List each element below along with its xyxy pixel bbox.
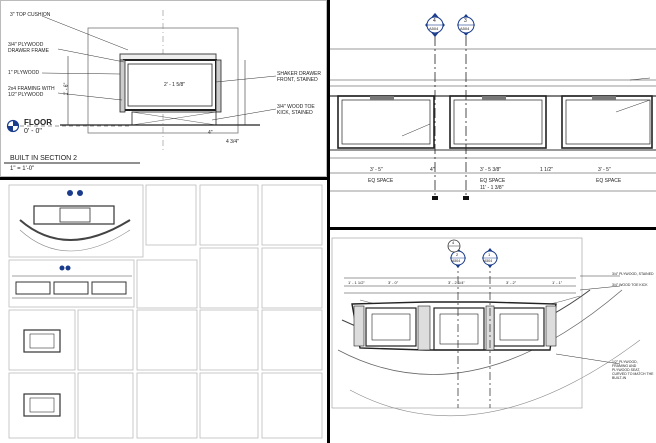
view-scale: 1" = 1'-0" [10,166,35,172]
callout-shaker-front: SHAKER DRAWER FRONT, STAINED [277,71,321,83]
section-tag-4[interactable] [425,12,445,38]
thumb-sheet-section-1[interactable] [23,329,61,353]
plan-view-pane[interactable]: 4 2 A504 1 A504 1' - 1 1/2" 3' - 0" 3' -… [330,230,656,443]
plan-tag-2[interactable] [450,248,466,268]
dim-2: 4" [430,167,435,173]
eq-space-2: EQ SPACE [480,178,506,184]
thumb-sheet-section-2[interactable] [23,393,61,417]
dim-4: 1 1/2" [540,167,553,173]
thumb-sheet-plan[interactable] [19,190,131,252]
thumbnail-grid [8,184,323,439]
view-title: BUILT IN SECTION 2 [10,155,78,162]
tag-3-number: 3 [464,18,467,24]
dim-1: 3' - 5" [370,167,383,173]
tag-3-sheet: A504 [460,26,470,31]
plan-dim-1: 1' - 1 1/2" [348,280,365,285]
plan-dim-3: 3' - 2 1/4" [448,280,465,285]
section-tag-3[interactable] [457,14,475,36]
elevation-drawing [330,12,656,200]
tag-4-sheet: A504 [429,26,439,31]
plan-tag-2-number: 2 [456,252,459,257]
callout-framing: 2x4 FRAMING WITH 1/2" PLYWOOD [8,86,55,98]
plan-tag-1[interactable] [482,248,498,268]
tag-4-number: 4 [433,18,436,24]
dim-side: 1' - 6" [63,82,70,96]
section-view-pane[interactable]: 3" TOP CUSHION 3/4" PLYWOOD DRAWER FRAME… [0,0,327,177]
sheet-thumbnails-pane[interactable] [0,180,327,443]
thumb-sheet-elevation[interactable] [12,265,132,299]
plan-dim-2: 3' - 0" [388,280,399,285]
plan-dim-4: 3' - 2" [506,280,517,285]
overall-dim: 11' - 1 3/8" [480,185,504,191]
plan-drawing [331,237,641,417]
callout-drawer-frame: 3/4" PLYWOOD DRAWER FRAME [8,42,49,54]
plan-tag-1-number: 1 [488,252,491,257]
callout-toe-kick: 3/4" WOOD TOE KICK, STAINED [277,104,315,116]
eq-space-3: EQ SPACE [596,178,622,184]
level-value: 0' - 0" [24,128,42,135]
plan-callout-seat: 1/2" PLYWOOD, FRAMING AND PLYWOOD SEAT, … [612,360,654,380]
elevation-view-pane[interactable]: 4 A504 3 A504 3' - 5" 4" 3' - 5 3/8" 1 1… [330,0,656,227]
callout-top-cushion: 3" TOP CUSHION [10,12,51,18]
plan-tag-2-sheet: A504 [452,259,461,263]
plan-callout-plywood: 3/4" PLYWOOD, STAINED [612,272,654,276]
section-drawing [0,0,327,177]
eq-space-1: EQ SPACE [368,178,394,184]
plan-tag-4[interactable] [447,239,461,253]
plan-tag-4-number: 4 [452,240,455,245]
dim-3: 3' - 5 3/8" [480,167,502,173]
level-name: FLOOR [24,118,52,127]
callout-plywood: 1" PLYWOOD [8,70,40,76]
plan-dim-5: 1' - 1" [552,280,563,285]
dim-width: 2' - 1 5/8" [164,82,186,88]
plan-tag-1-sheet: A504 [484,259,493,263]
plan-callout-toe-kick: 3/4" WOOD TOE KICK [612,283,648,287]
dim-5: 3' - 5" [598,167,611,173]
dim-small-b: 4 3/4" [226,139,239,145]
dim-small-a: 4" [208,130,213,136]
